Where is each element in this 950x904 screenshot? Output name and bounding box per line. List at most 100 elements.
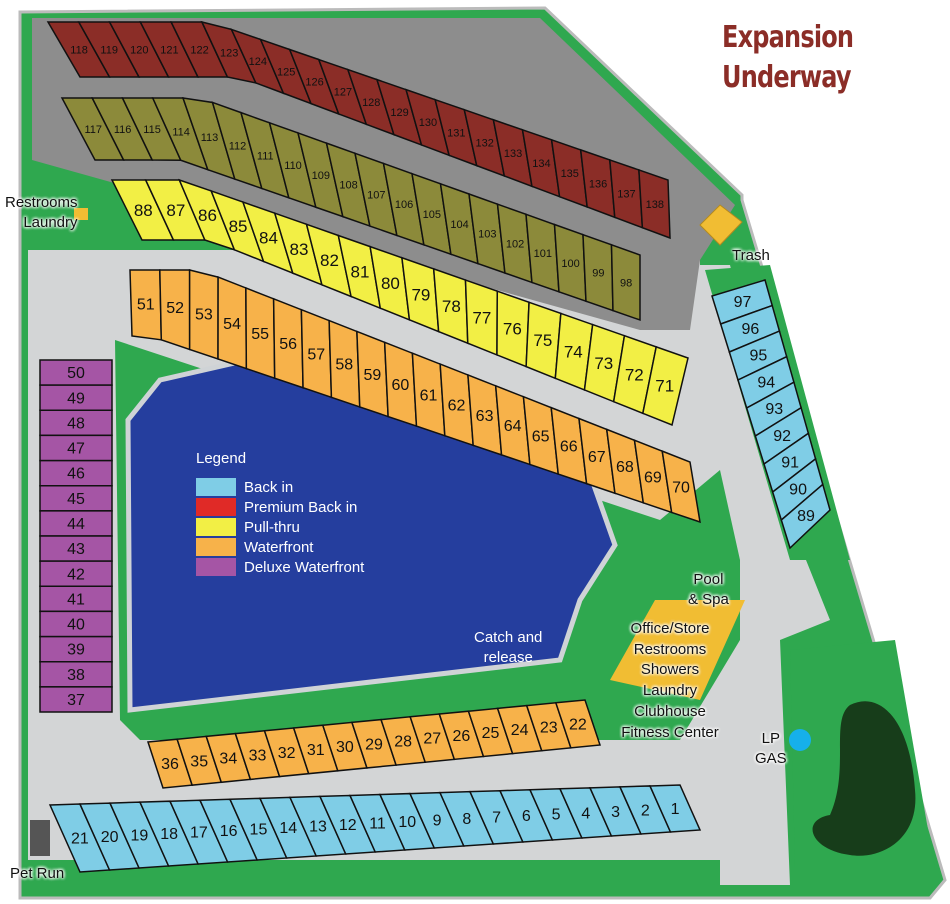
site-number: 19 bbox=[131, 827, 149, 844]
site-number: 59 bbox=[363, 367, 381, 384]
site-number: 95 bbox=[749, 348, 767, 365]
legend-swatch bbox=[196, 538, 236, 556]
site-number: 109 bbox=[312, 170, 330, 182]
site-number: 76 bbox=[503, 320, 522, 339]
site-1[interactable] bbox=[648, 784, 702, 833]
office-line: Fitness Center bbox=[621, 723, 719, 741]
site-number: 88 bbox=[134, 201, 153, 220]
site-number: 108 bbox=[339, 180, 357, 192]
lp-line: LP bbox=[761, 730, 781, 747]
site-number: 129 bbox=[390, 107, 408, 119]
site-number: 3 bbox=[611, 804, 620, 821]
site-number: 17 bbox=[190, 824, 208, 841]
expansion-line1: Expansion bbox=[722, 20, 854, 55]
site-number: 72 bbox=[625, 365, 644, 384]
site-138[interactable] bbox=[638, 168, 671, 240]
site-number: 24 bbox=[511, 722, 529, 739]
site-number: 37 bbox=[67, 692, 85, 709]
site-number: 73 bbox=[594, 354, 613, 373]
site-number: 60 bbox=[392, 377, 410, 394]
site-number: 133 bbox=[504, 148, 522, 160]
site-37[interactable] bbox=[39, 686, 113, 713]
site-number: 21 bbox=[71, 830, 89, 847]
site-71[interactable] bbox=[641, 345, 689, 427]
site-number: 121 bbox=[160, 44, 178, 56]
legend-item: Pull-thru bbox=[196, 517, 364, 537]
site-number: 20 bbox=[101, 829, 119, 846]
site-number: 90 bbox=[789, 481, 807, 498]
site-number: 114 bbox=[172, 126, 190, 138]
pool-line2: & Spa bbox=[688, 591, 729, 608]
legend-item: Deluxe Waterfront bbox=[196, 557, 364, 577]
trash-shelter bbox=[699, 204, 743, 246]
site-number: 111 bbox=[257, 150, 274, 162]
site-number: 27 bbox=[423, 731, 441, 748]
site-number: 61 bbox=[420, 387, 438, 404]
site-number: 75 bbox=[533, 331, 552, 350]
site-number: 135 bbox=[561, 168, 579, 180]
site-number: 2 bbox=[641, 802, 650, 819]
site-number: 107 bbox=[367, 189, 385, 201]
site-number: 67 bbox=[588, 449, 606, 466]
legend-title: Legend bbox=[196, 450, 247, 467]
site-number: 130 bbox=[419, 117, 437, 129]
site-number: 84 bbox=[259, 228, 278, 247]
site-number: 89 bbox=[797, 508, 815, 525]
site-number: 12 bbox=[339, 817, 357, 834]
site-number: 4 bbox=[581, 805, 590, 822]
site-89[interactable] bbox=[780, 483, 831, 550]
site-number: 41 bbox=[67, 591, 85, 608]
site-number: 32 bbox=[278, 745, 296, 762]
office-line: Laundry bbox=[642, 682, 698, 700]
site-number: 57 bbox=[307, 346, 325, 363]
site-number: 124 bbox=[249, 56, 267, 68]
site-number: 100 bbox=[561, 258, 579, 270]
site-70[interactable] bbox=[661, 449, 701, 524]
site-number: 103 bbox=[478, 229, 496, 241]
site-number: 99 bbox=[592, 268, 604, 280]
legend-label: Back in bbox=[244, 478, 294, 496]
site-number: 30 bbox=[336, 739, 354, 756]
site-98[interactable] bbox=[610, 243, 641, 322]
site-number: 23 bbox=[540, 719, 558, 736]
site-22[interactable] bbox=[554, 699, 602, 749]
site-number: 132 bbox=[476, 138, 494, 150]
site-number: 51 bbox=[137, 297, 155, 314]
site-number: 36 bbox=[161, 756, 179, 773]
site-number: 34 bbox=[219, 751, 237, 768]
site-number: 123 bbox=[220, 48, 238, 60]
pool-line1: Pool bbox=[693, 571, 724, 588]
site-number: 66 bbox=[560, 439, 578, 456]
site-number: 56 bbox=[279, 336, 297, 353]
site-number: 46 bbox=[67, 466, 85, 483]
legend-item: Waterfront bbox=[196, 537, 364, 557]
site-number: 11 bbox=[369, 816, 386, 833]
site-number: 126 bbox=[305, 76, 323, 88]
catch-release-label: Catch and release bbox=[474, 628, 542, 668]
site-number: 65 bbox=[532, 428, 550, 445]
site-number: 22 bbox=[569, 717, 587, 734]
site-number: 83 bbox=[290, 240, 309, 259]
site-number: 38 bbox=[67, 667, 85, 684]
site-number: 102 bbox=[506, 238, 524, 250]
office-label: Office/Store Restrooms Showers Laundry C… bbox=[606, 619, 734, 743]
site-number: 134 bbox=[532, 158, 550, 170]
catch-line2: release bbox=[483, 649, 533, 666]
site-number: 104 bbox=[450, 219, 468, 231]
site-number: 42 bbox=[67, 566, 85, 583]
site-number: 94 bbox=[757, 374, 775, 391]
site-number: 70 bbox=[672, 479, 690, 496]
site-number: 87 bbox=[166, 201, 185, 220]
legend-label: Premium Back in bbox=[244, 498, 358, 516]
site-number: 118 bbox=[70, 44, 88, 56]
legend-swatch bbox=[196, 498, 236, 516]
site-number: 71 bbox=[655, 377, 674, 396]
site-number: 68 bbox=[616, 459, 634, 476]
site-number: 112 bbox=[229, 141, 247, 153]
site-number: 120 bbox=[130, 44, 148, 56]
site-number: 1 bbox=[671, 801, 680, 818]
gas-line: GAS bbox=[755, 750, 787, 767]
restrooms-building bbox=[74, 208, 88, 220]
site-number: 9 bbox=[433, 813, 442, 830]
